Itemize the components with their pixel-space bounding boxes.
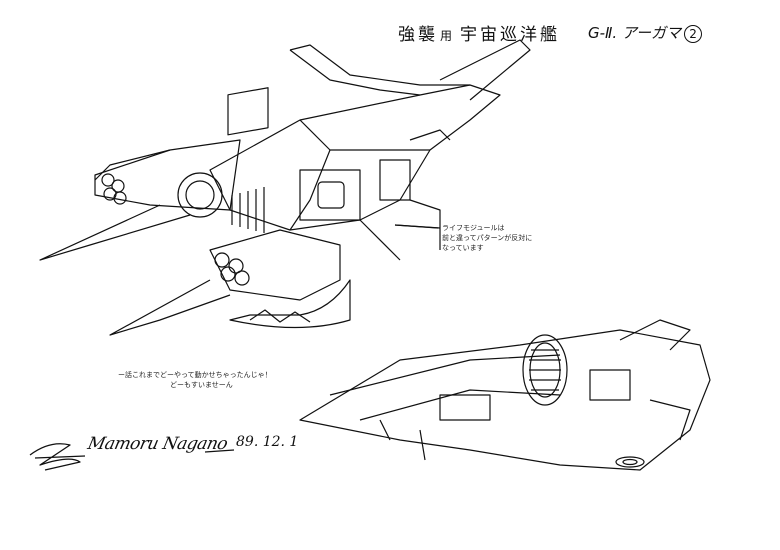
sheet-title: 強襲用宇宙巡洋艦 bbox=[398, 20, 560, 45]
signature-name: Mamoru Nagano bbox=[85, 434, 230, 454]
ship-code-text: G-Ⅱ. アーガマ bbox=[588, 24, 682, 42]
note-line: ー話これまでどーやって動かせちゃったんじゃ！ bbox=[118, 371, 272, 379]
title-main-1: 強襲 bbox=[398, 25, 438, 45]
signature-date: 89. 12. 1 bbox=[236, 434, 299, 450]
title-main-2: 宇宙巡洋艦 bbox=[460, 25, 561, 45]
note-line: どーもすいませーん bbox=[170, 381, 233, 389]
note-leader-line bbox=[394, 224, 439, 229]
upper-ship-drawing bbox=[39, 39, 531, 336]
note-line: なっています bbox=[442, 244, 484, 252]
signature-initials-drawing bbox=[29, 443, 235, 471]
title-small: 用 bbox=[440, 29, 453, 43]
life-module-note: ライフモジュールは 前と違ってパターンが反対に なっています bbox=[442, 223, 532, 253]
lower-ship-drawing bbox=[299, 319, 711, 471]
sheet-number: 2 bbox=[684, 25, 703, 43]
apology-note: ー話これまでどーやって動かせちゃったんじゃ！ どーもすいませーん bbox=[118, 370, 272, 390]
note-line: ライフモジュールは bbox=[442, 224, 505, 232]
note-line: 前と違ってパターンが反対に bbox=[442, 234, 533, 242]
